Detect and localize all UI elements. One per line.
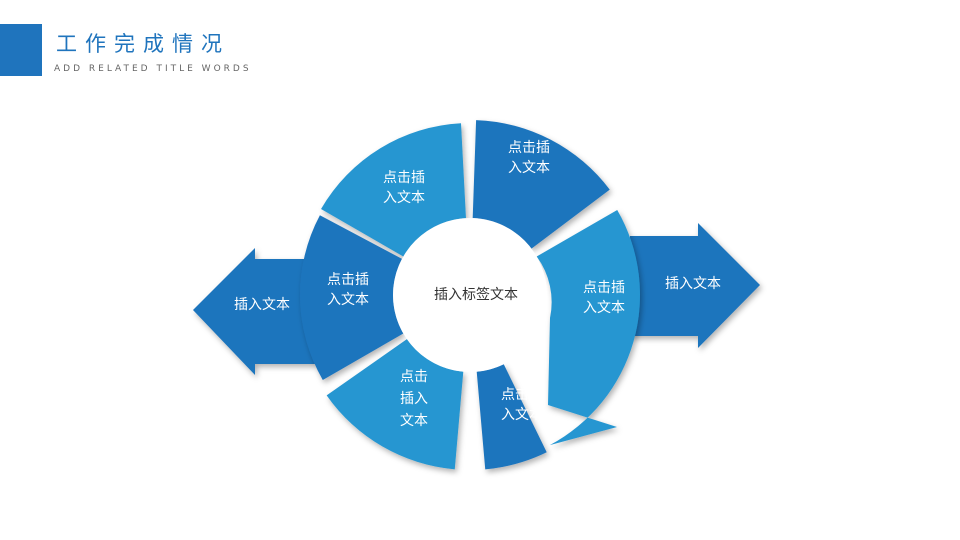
cycle-segment-1[interactable] <box>321 123 466 257</box>
segment-label: 文本 <box>400 413 428 429</box>
segment-label: 点击插 <box>508 140 550 156</box>
right-arrow-label: 插入文本 <box>665 276 721 292</box>
right-arrow[interactable] <box>630 223 760 348</box>
cycle-segment-6[interactable] <box>299 215 404 380</box>
cycle-segment-3[interactable] <box>536 210 640 446</box>
segment-label: 入文本 <box>583 300 625 316</box>
cycle-segment-4[interactable] <box>476 364 547 470</box>
segment-label: 入文本 <box>327 292 369 308</box>
center-label: 插入标签文本 <box>434 286 518 303</box>
cycle-segment-5[interactable] <box>326 339 464 470</box>
segment-label: 点击插 <box>583 280 625 296</box>
segment-label: 入文本 <box>383 190 425 206</box>
page-subtitle: ADD RELATED TITLE WORDS <box>54 64 252 74</box>
left-arrow[interactable] <box>193 248 315 375</box>
center-circle <box>393 218 547 372</box>
segment-label: 点击插 <box>501 387 543 403</box>
segment-label: 插入 <box>400 391 428 407</box>
segment-label: 点击插 <box>383 170 425 186</box>
segment-label: 点击 <box>400 369 428 385</box>
left-arrow-label: 插入文本 <box>234 297 290 313</box>
segment-label: 入文本 <box>508 160 550 176</box>
title-accent-block <box>0 24 42 76</box>
page-title: 工作完成情况 <box>56 32 230 56</box>
segment-label: 点击插 <box>327 272 369 288</box>
cycle-segment-2[interactable] <box>472 120 610 249</box>
segment-label: 入文本 <box>501 407 543 423</box>
